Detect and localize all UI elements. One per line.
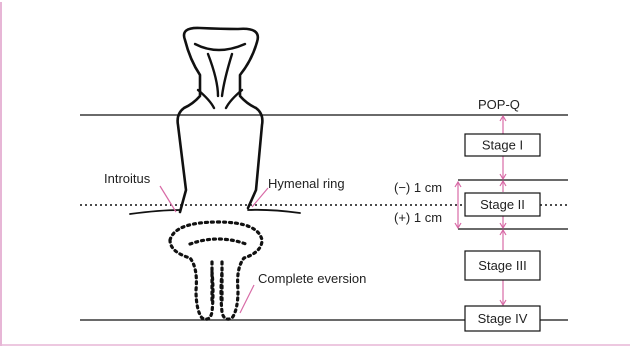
introitus-label: Introitus	[104, 171, 151, 186]
popq-label: POP-Q	[478, 97, 520, 112]
stage-3-label: Stage III	[478, 258, 526, 273]
complete-eversion-label: Complete eversion	[258, 271, 366, 286]
introitus-pointer	[160, 186, 176, 212]
stage-4-label: Stage IV	[478, 311, 528, 326]
eversion-pointer	[240, 285, 254, 313]
plus-1cm-label: (+) 1 cm	[394, 210, 442, 225]
minus-1cm-label: (−) 1 cm	[394, 180, 442, 195]
everted-uterus-illustration	[170, 222, 262, 319]
stage-2-label: Stage II	[480, 197, 525, 212]
stage-1-label: Stage I	[482, 138, 523, 153]
hymenal-ring-label: Hymenal ring	[268, 176, 345, 191]
